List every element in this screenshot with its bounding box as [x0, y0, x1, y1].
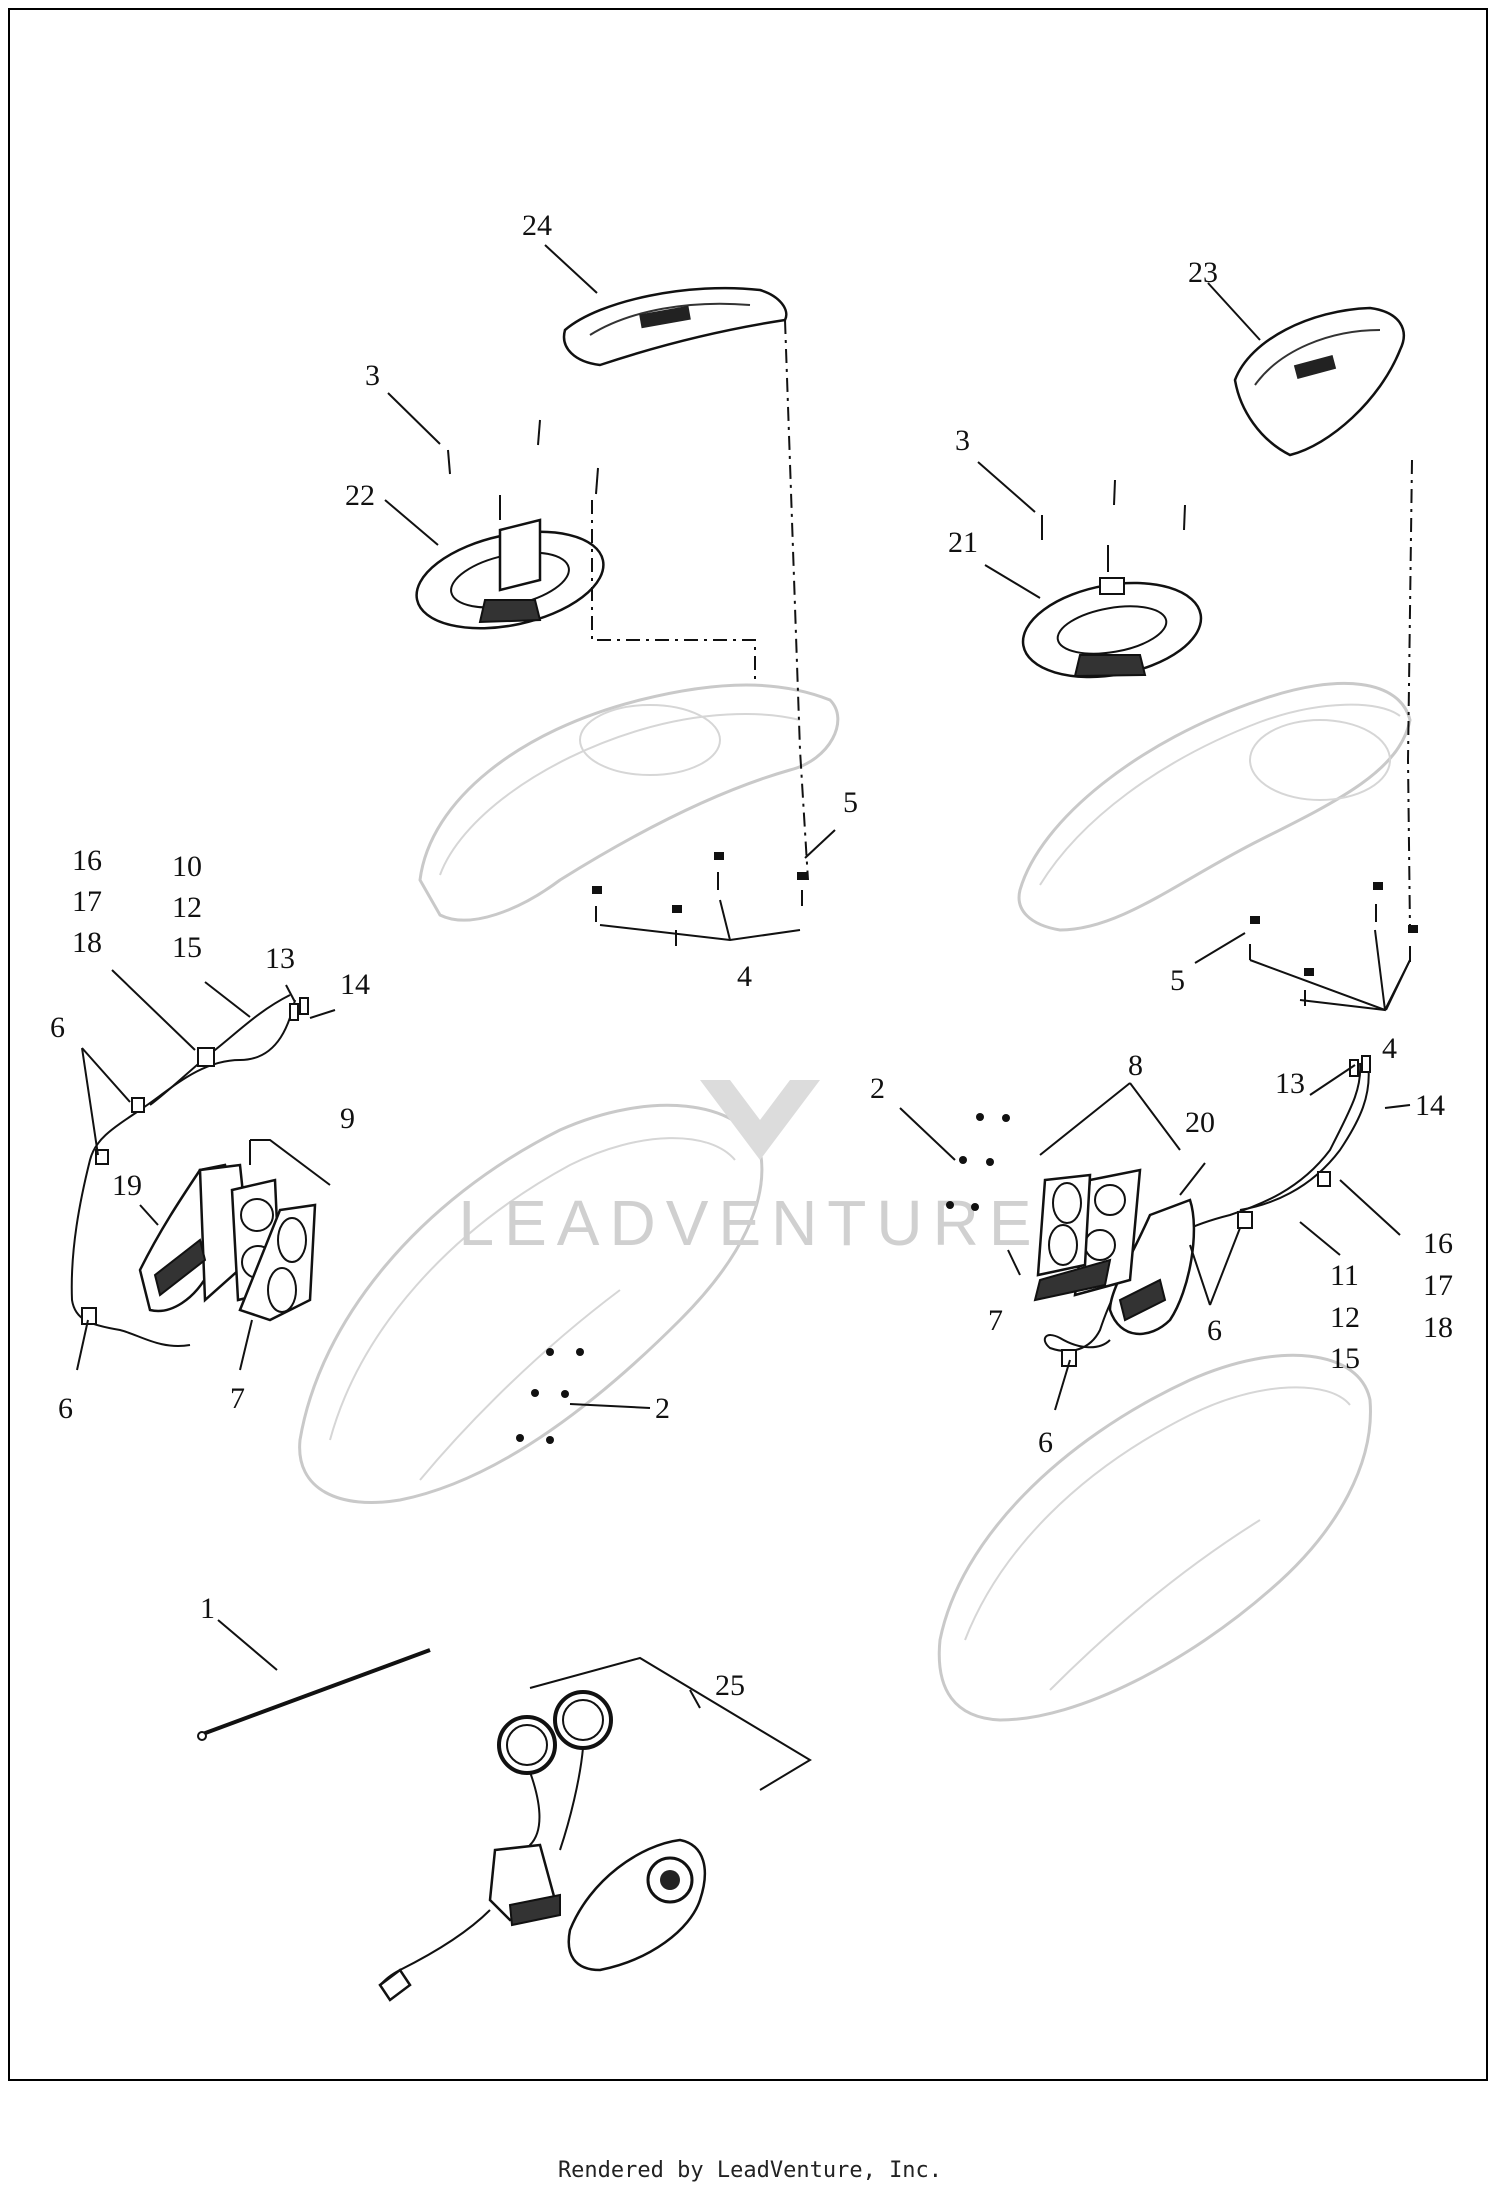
ghost-saddlebag-right	[937, 1353, 1372, 1722]
ghost-saddlebag-left	[298, 1103, 764, 1504]
callout-20: 20	[1185, 1106, 1215, 1139]
amp-plate-8	[1033, 1168, 1142, 1302]
speaker-21	[1021, 577, 1203, 679]
callout-15-right: 15	[1330, 1342, 1360, 1375]
callout-18-right: 18	[1423, 1311, 1453, 1344]
screws-2-left	[516, 1348, 584, 1444]
leader-lines	[76, 244, 1411, 1791]
callout-19: 19	[112, 1169, 142, 1202]
speaker-grill-24	[562, 286, 788, 367]
callout-12-right: 12	[1330, 1301, 1360, 1334]
callout-5-right: 5	[1170, 964, 1185, 997]
callout-10: 10	[172, 850, 202, 883]
screws-2-right	[946, 1113, 1010, 1211]
callout-21: 21	[948, 526, 978, 559]
callout-3-left: 3	[365, 359, 380, 392]
callout-12-left: 12	[172, 891, 202, 924]
callout-8: 8	[1128, 1049, 1143, 1082]
callout-2-left: 2	[655, 1392, 670, 1425]
cable-tie-1	[197, 1648, 431, 1741]
callout-2-right: 2	[870, 1072, 885, 1105]
fasteners-left	[592, 852, 807, 946]
callout-6-lower-right: 6	[1038, 1426, 1053, 1459]
callout-7-right: 7	[988, 1304, 1003, 1337]
ghost-lid-right	[1017, 682, 1412, 932]
watermark: LEADVENTURE	[459, 1080, 1042, 1259]
callout-16-left: 16	[72, 844, 102, 877]
callout-labels: 24 23 3 22 3 21 5 4 5 4 16 17 18 10 12 1…	[50, 209, 1453, 1702]
alignment-lines	[591, 319, 1413, 931]
callout-4-left: 4	[737, 960, 752, 993]
diagram-frame	[8, 8, 1488, 2081]
headset-kit-25	[378, 1690, 707, 2002]
callout-6-upper-left: 6	[50, 1011, 65, 1044]
callout-5-left: 5	[843, 786, 858, 819]
amplifier-20	[1108, 1198, 1196, 1336]
left-wiring-harness	[70, 994, 309, 1347]
screws-3-right	[1041, 479, 1186, 572]
callout-3-right: 3	[955, 424, 970, 457]
callout-9: 9	[340, 1102, 355, 1135]
callout-22: 22	[345, 479, 375, 512]
callout-23: 23	[1188, 256, 1218, 289]
speaker-grill-23	[1233, 306, 1405, 457]
callout-25: 25	[715, 1669, 745, 1702]
callout-6-upper-right: 6	[1207, 1314, 1222, 1347]
gasket-7-left	[238, 1203, 317, 1322]
footer-credit: Rendered by LeadVenture, Inc.	[557, 2158, 943, 2183]
speaker-22	[415, 518, 605, 630]
callout-6-lower-left: 6	[58, 1392, 73, 1425]
callout-13-left: 13	[265, 942, 295, 975]
callout-4-right: 4	[1382, 1032, 1397, 1065]
ghost-lid-left	[418, 683, 840, 922]
callout-17-right: 17	[1423, 1269, 1453, 1302]
callout-7-left: 7	[230, 1382, 245, 1415]
fasteners-right	[1249, 882, 1418, 1006]
callout-16-right: 16	[1423, 1227, 1453, 1260]
callout-24: 24	[522, 209, 552, 242]
callout-14-right: 14	[1415, 1089, 1445, 1122]
watermark-text: LEADVENTURE	[459, 1187, 1042, 1259]
screws-3-left	[447, 419, 599, 520]
callout-14-left: 14	[340, 968, 370, 1001]
gasket-7-right	[1036, 1173, 1092, 1277]
callout-18-left: 18	[72, 926, 102, 959]
callout-13-right: 13	[1275, 1067, 1305, 1100]
callout-1: 1	[200, 1592, 215, 1625]
callout-11: 11	[1330, 1259, 1359, 1292]
callout-15-left: 15	[172, 931, 202, 964]
callout-17-left: 17	[72, 885, 102, 918]
